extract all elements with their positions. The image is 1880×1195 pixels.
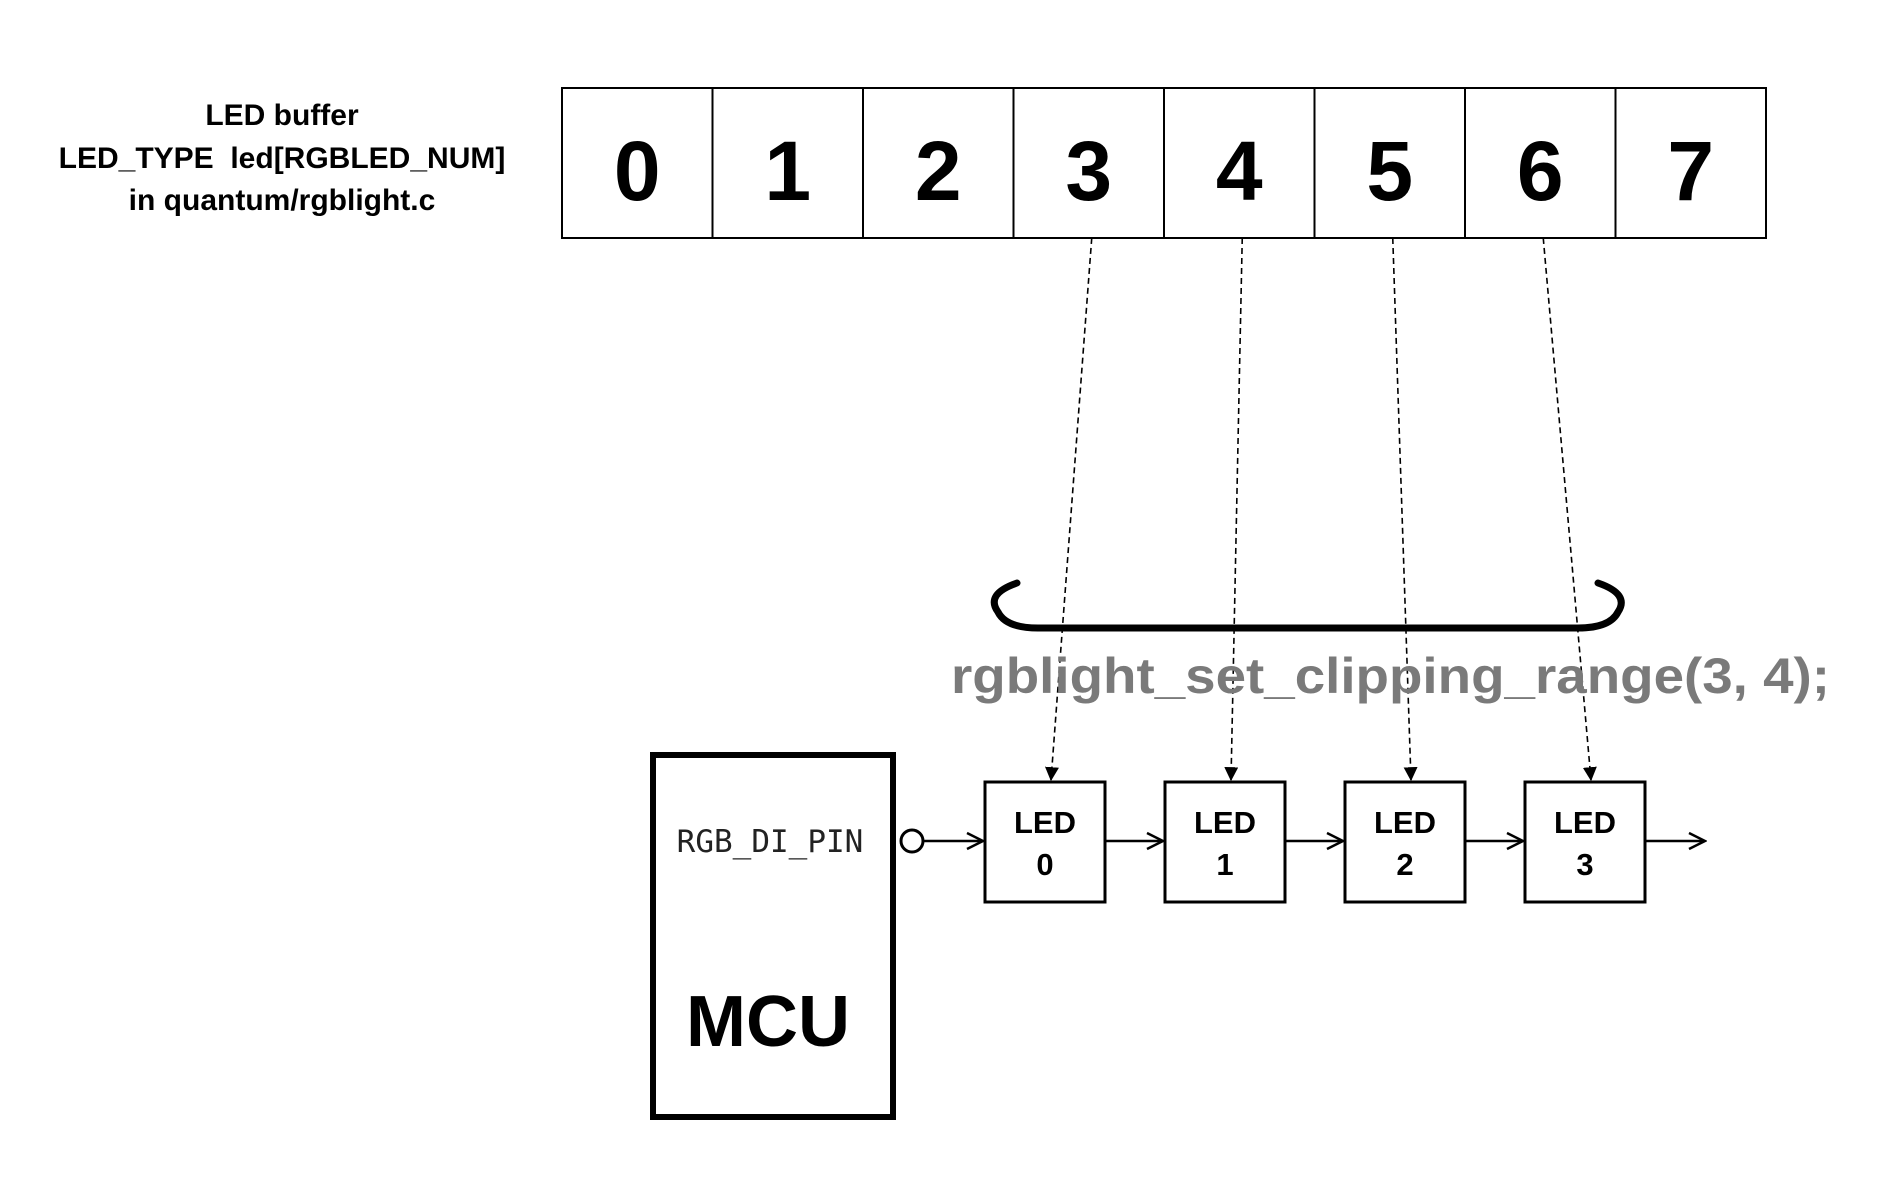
- buffer-cell-index: 0: [614, 124, 661, 218]
- mcu-block: RGB_DI_PIN MCU: [650, 752, 896, 1120]
- buffer-label-title: LED buffer: [205, 99, 359, 132]
- buffer-cell-index: 6: [1517, 124, 1564, 218]
- mapping-line: [1391, 237, 1418, 782]
- mcu-box: [650, 752, 896, 1120]
- led-box: [1523, 780, 1647, 904]
- led-node: LED 3: [1523, 780, 1647, 904]
- buffer-cell-index: 7: [1667, 124, 1714, 218]
- buffer-cell-box: [1012, 87, 1165, 239]
- led-node: LED 2: [1343, 780, 1467, 904]
- led-label: LED: [1194, 805, 1256, 840]
- buffer-cell-index: 3: [1065, 124, 1112, 218]
- buffer-cell-box: [561, 87, 714, 239]
- buffer-cell-box: [711, 87, 864, 239]
- led-node: LED 0: [983, 780, 1107, 904]
- buffer-cell: 7: [1614, 87, 1767, 239]
- mcu-name: MCU: [686, 982, 850, 1062]
- buffer-cell-box: [1313, 87, 1466, 239]
- led-box: [1343, 780, 1467, 904]
- buffer-cell: 1: [711, 87, 864, 239]
- buffer-cell: 6: [1464, 87, 1617, 239]
- led-node: LED 1: [1163, 780, 1287, 904]
- clipping-range-call: rgblight_set_clipping_range(3, 4);: [951, 648, 1830, 704]
- buffer-cell: 5: [1313, 87, 1466, 239]
- led-index: 0: [1036, 847, 1053, 882]
- buffer-cell-index: 1: [764, 124, 811, 218]
- mapping-line: [1542, 237, 1597, 782]
- buffer-cell-box: [1614, 87, 1767, 239]
- buffer-label: LED buffer LED_TYPE led[RGBLED_NUM] in q…: [59, 99, 506, 217]
- buffer-cell: 4: [1163, 87, 1316, 239]
- buffer-cell-box: [1163, 87, 1316, 239]
- mcu-pin-label: RGB_DI_PIN: [677, 824, 864, 860]
- buffer-cell-box: [1464, 87, 1617, 239]
- buffer-cell: 0: [561, 87, 714, 239]
- led-buffer-array: 0 1 2 3 4 5 6 7: [561, 87, 1767, 239]
- buffer-label-source: in quantum/rgblight.c: [129, 184, 436, 217]
- led-box: [983, 780, 1107, 904]
- led-index: 3: [1576, 847, 1593, 882]
- led-index: 1: [1216, 847, 1233, 882]
- buffer-cell-index: 2: [915, 124, 962, 218]
- buffer-to-led-mapping: [1044, 237, 1597, 782]
- led-box: [1163, 780, 1287, 904]
- buffer-cell: 2: [862, 87, 1015, 239]
- buffer-cell-index: 5: [1366, 124, 1413, 218]
- led-index: 2: [1396, 847, 1413, 882]
- led-chain: LED 0 LED 1 LED 2 LED 3: [923, 780, 1705, 904]
- mapping-line: [1044, 237, 1093, 782]
- clipping-range-bracket: [990, 579, 1625, 632]
- buffer-cell-box: [862, 87, 1015, 239]
- mapping-line: [1224, 237, 1244, 782]
- led-label: LED: [1374, 805, 1436, 840]
- data-pin-connector: [899, 828, 925, 854]
- led-label: LED: [1554, 805, 1616, 840]
- buffer-cell-index: 4: [1216, 124, 1263, 218]
- buffer-cell: 3: [1012, 87, 1165, 239]
- buffer-label-declaration: LED_TYPE led[RGBLED_NUM]: [59, 142, 506, 175]
- led-label: LED: [1014, 805, 1076, 840]
